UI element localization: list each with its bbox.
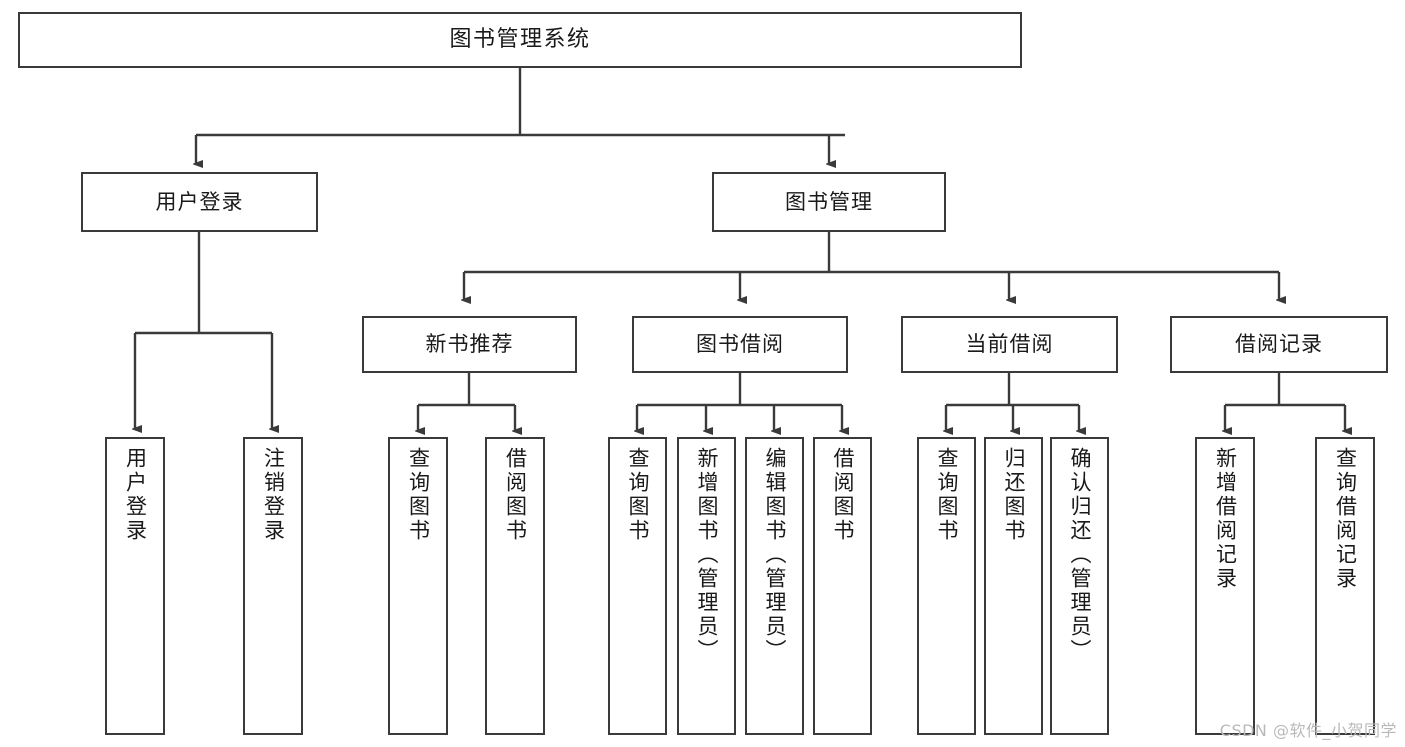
node-label: 查询图书 — [406, 447, 431, 543]
node-leaf-return-book[interactable]: 归还图书 — [984, 437, 1043, 735]
node-label: 借阅图书 — [503, 447, 528, 543]
node-label: 图书管理系统 — [449, 27, 591, 53]
node-label: 编辑图书（管理员） — [763, 447, 787, 663]
node-label: 新增借阅记录 — [1213, 447, 1238, 591]
node-label: 当前借阅 — [965, 332, 1054, 357]
node-user-login[interactable]: 用户登录 — [81, 172, 318, 232]
node-book-borrow[interactable]: 图书借阅 — [632, 316, 848, 373]
node-leaf-confirm-return[interactable]: 确认归还（管理员） — [1050, 437, 1109, 735]
node-label: 新增图书（管理员） — [695, 447, 719, 663]
node-leaf-query-borrow-record[interactable]: 查询借阅记录 — [1315, 437, 1375, 735]
node-leaf-query-book-1[interactable]: 查询图书 — [388, 437, 448, 735]
node-label: 注销登录 — [261, 447, 286, 543]
node-label: 借阅图书 — [831, 447, 855, 543]
node-label: 图书管理 — [785, 189, 873, 214]
node-label: 查询借阅记录 — [1333, 447, 1358, 591]
csdn-watermark: CSDN @软件_小贺同学 — [1219, 721, 1397, 740]
node-label: 借阅记录 — [1235, 332, 1323, 357]
node-label: 用户登录 — [123, 447, 148, 543]
node-current-borrow[interactable]: 当前借阅 — [901, 316, 1118, 373]
node-leaf-query-book-2[interactable]: 查询图书 — [608, 437, 667, 735]
node-label: 查询图书 — [626, 447, 650, 543]
node-leaf-add-book[interactable]: 新增图书（管理员） — [677, 437, 736, 735]
node-label: 查询图书 — [935, 447, 959, 543]
node-leaf-edit-book[interactable]: 编辑图书（管理员） — [745, 437, 804, 735]
node-label: 图书借阅 — [696, 332, 784, 357]
node-borrow-record[interactable]: 借阅记录 — [1170, 316, 1388, 373]
node-label: 归还图书 — [1002, 447, 1026, 543]
node-leaf-user-logout[interactable]: 注销登录 — [243, 437, 303, 735]
node-leaf-borrow-book-2[interactable]: 借阅图书 — [813, 437, 872, 735]
node-leaf-query-book-3[interactable]: 查询图书 — [917, 437, 976, 735]
node-label: 用户登录 — [155, 189, 244, 214]
node-leaf-add-borrow-record[interactable]: 新增借阅记录 — [1195, 437, 1255, 735]
node-book-manage[interactable]: 图书管理 — [712, 172, 946, 232]
node-label: 确认归还（管理员） — [1068, 447, 1092, 663]
node-leaf-borrow-book-1[interactable]: 借阅图书 — [485, 437, 545, 735]
node-leaf-user-login[interactable]: 用户登录 — [105, 437, 165, 735]
node-label: 新书推荐 — [425, 332, 514, 357]
node-new-book-recommend[interactable]: 新书推荐 — [362, 316, 577, 373]
node-root-system[interactable]: 图书管理系统 — [18, 12, 1022, 68]
